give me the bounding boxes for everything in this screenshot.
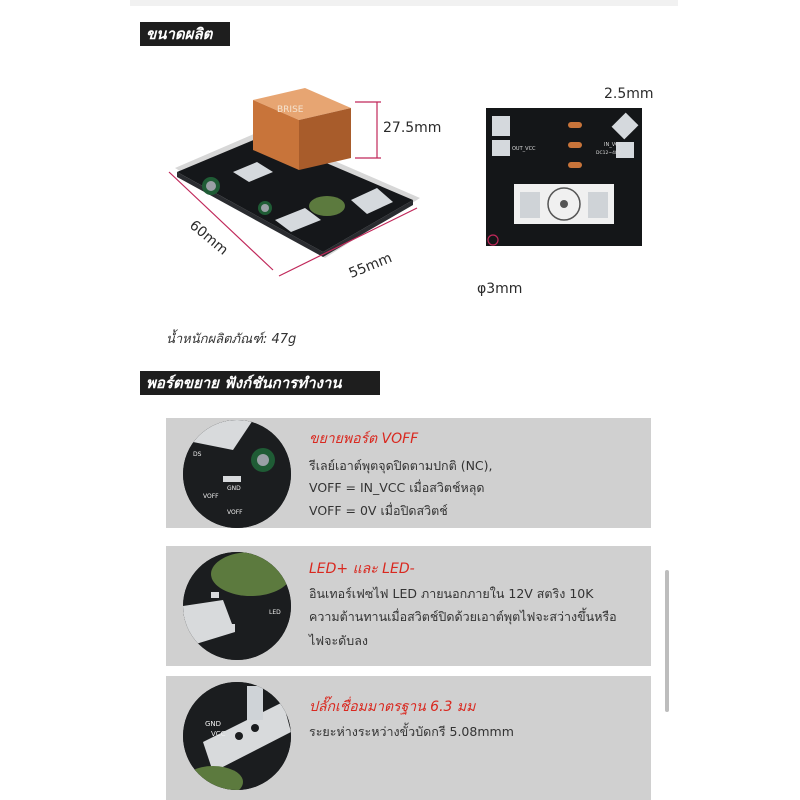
dimension-hole: φ3mm [477, 281, 523, 297]
svg-text:DS: DS [193, 451, 202, 458]
section-header-ports: พอร์ตขยาย ฟังก์ชันการทำงาน [140, 371, 380, 395]
dimension-height: 27.5mm [383, 120, 442, 136]
card-line: VOFF = 0V เมื่อปิดสวิตช์ [309, 503, 448, 518]
svg-text:VOFF: VOFF [203, 493, 219, 500]
connector-thumbnail: GND VCC [183, 682, 291, 790]
svg-text:GND: GND [227, 485, 241, 492]
pcb-top-view-image: OUT_VCC IN_VCC DC12~48V [486, 108, 642, 246]
svg-text:DC12~48V: DC12~48V [596, 150, 622, 156]
card-line: รีเลย์เอาต์พุตจุดปิดตามปกติ (NC), [309, 458, 493, 473]
card-line: ระยะห่างระหว่างขั้วบัดกรี 5.08mmm [309, 724, 514, 739]
svg-text:OUT_VCC: OUT_VCC [512, 146, 536, 152]
scrollbar-thumb[interactable] [665, 570, 669, 712]
card-line: ไฟจะดับลง [309, 633, 368, 648]
card-line: อินเทอร์เฟซไฟ LED ภายนอกภายใน 12V สตริง … [309, 586, 594, 601]
section-header-size: ขนาดผลิต [140, 22, 230, 46]
feature-card-connector: GND VCC ปลั๊กเชื่อมมาตรฐาน 6.3 มม ระยะห่… [166, 676, 651, 800]
card-line: ความต้านทานเมื่อสวิตช์ปิดด้วยเอาต์พุตไฟจ… [309, 609, 617, 624]
led-port-thumbnail: LED [183, 552, 291, 660]
svg-text:GND: GND [205, 720, 221, 728]
top-divider [130, 0, 678, 6]
svg-text:BRISE: BRISE [277, 105, 304, 115]
product-weight: น้ำหนักผลิตภัณฑ์: 47g [166, 332, 297, 347]
card-line: VOFF = IN_VCC เมื่อสวิตช์หลุด [309, 480, 485, 495]
card-title-led: LED+ และ LED- [309, 561, 415, 577]
svg-text:VCC: VCC [211, 730, 226, 738]
dimension-thickness: 2.5mm [604, 86, 654, 102]
card-title-voff: ขยายพอร์ต VOFF [309, 431, 419, 447]
product-3d-image: BRISE [168, 88, 420, 277]
feature-card-voff: VOFF GND VOFF DS ขยายพอร์ต VOFF รีเลย์เอ… [166, 418, 651, 528]
voff-port-thumbnail: VOFF GND VOFF DS [183, 420, 291, 528]
card-title-connector: ปลั๊กเชื่อมมาตรฐาน 6.3 มม [309, 699, 476, 715]
svg-text:IN_VCC: IN_VCC [604, 142, 623, 148]
feature-card-led: LED LED+ และ LED- อินเทอร์เฟซไฟ LED ภายน… [166, 546, 651, 666]
svg-text:VOFF: VOFF [227, 509, 243, 516]
svg-text:LED: LED [269, 609, 281, 616]
